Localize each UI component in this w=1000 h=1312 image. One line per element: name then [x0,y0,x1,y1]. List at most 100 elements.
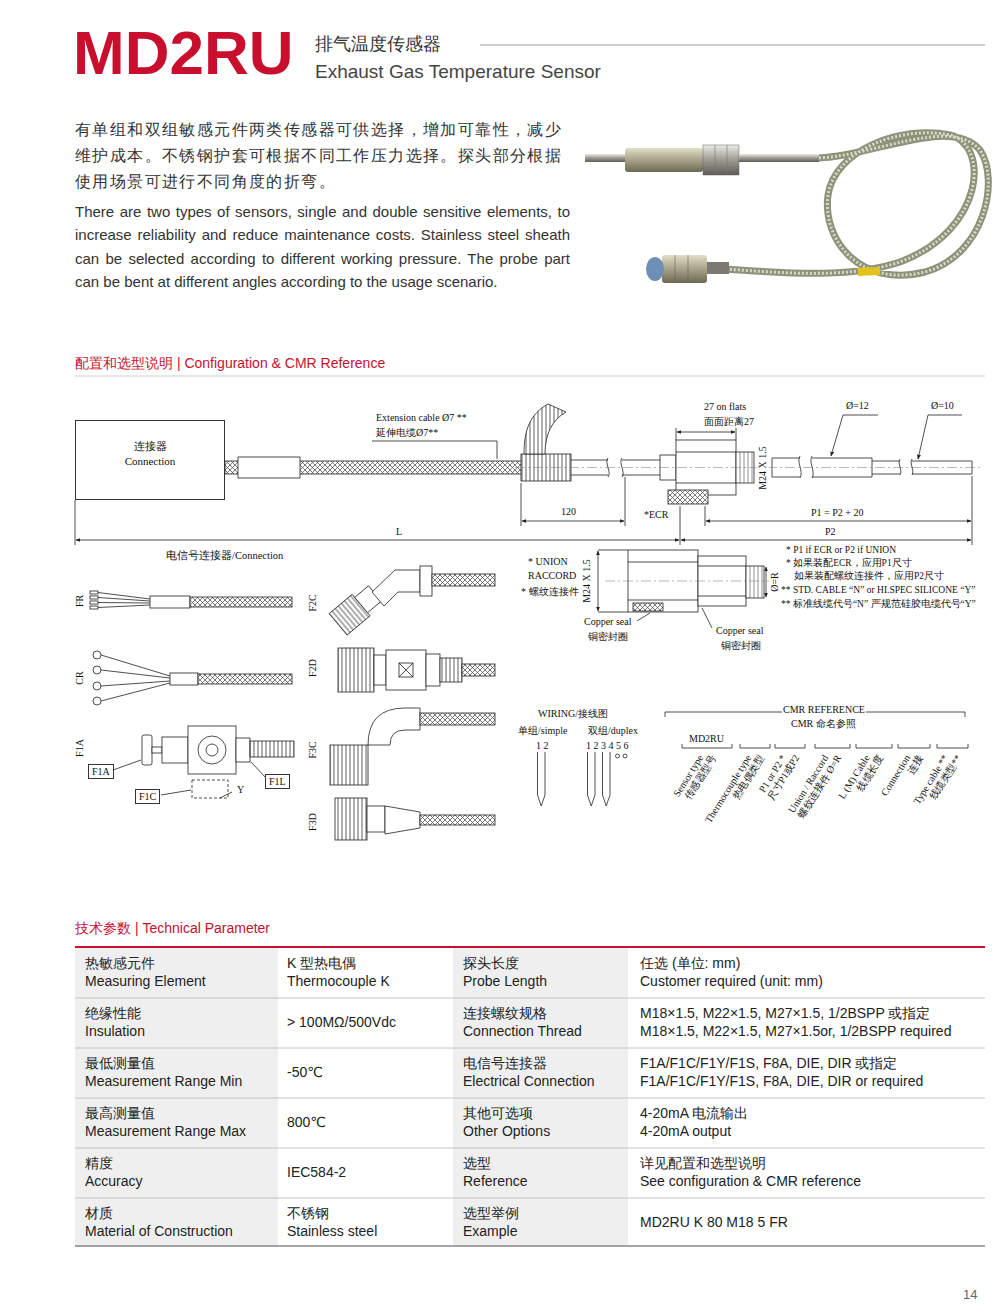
drawing-line [677,432,735,433]
drawing-path [538,752,546,806]
drawing-path [676,428,736,440]
drawing-path [98,593,150,608]
table-cell: 不锈钢 [287,1205,329,1222]
drawing-circle [93,666,101,674]
drawing-label: *ECR [643,509,669,521]
drawing-label: F1A [74,738,86,758]
drawing-line [480,45,985,46]
table-cell: 最低测量值 [85,1055,155,1072]
drawing-rect [432,574,495,586]
drawing-rect [190,597,292,607]
drawing-rect [90,596,98,599]
drawing-label: Ø=12 [845,400,870,412]
drawing-path [675,255,688,283]
drawing-rect [250,741,294,757]
cmr-brackets [665,712,968,748]
table-cell: 材质 [85,1205,113,1222]
wiring-symbols [538,752,628,806]
node-text: F1A [92,765,110,778]
drawing-label: 面面距离27 [703,416,755,428]
drawing-path [858,271,880,272]
drawing-rect [170,673,198,685]
drawing-circle [198,736,226,764]
drawing-label: F2D [307,658,319,678]
drawing-label: 1 2 [535,740,550,752]
table-cell: 电信号连接器 [463,1055,547,1072]
table-cell: See configuration & CMR reference [640,1173,861,1190]
table-cell: K 型热电偶 [287,955,356,972]
drawing-line [598,551,599,611]
drawing-label: 单组/simple [517,725,568,737]
drawing-rect [703,145,739,175]
drawing-line [75,1245,985,1247]
drawing-label: 铜密封圈 [587,631,629,643]
table-cell: Probe Length [463,973,547,990]
connector-variants [90,566,495,840]
drawing-label: M24 X 1.5 [581,558,593,604]
drawing-path [750,566,762,598]
drawing-path [899,459,913,475]
table-cell: Customer required (unit: mm) [640,973,823,990]
drawing-line [605,581,778,582]
drawing-rect [633,603,663,611]
drawing-label: Extension cable Ø7 ** [375,412,468,424]
drawing-line [706,521,971,522]
table-cell: F1A/F1C/F1Y/F1S, F8A, DIE, DIR or requir… [640,1073,923,1090]
drawing-path [705,133,988,275]
drawing-rect [462,664,495,676]
drawing-circle [93,651,101,659]
drawing-path [524,404,566,454]
drawing-label: WIRING/接线图 [537,708,609,720]
drawing-path [637,608,712,628]
table-cell: Measurement Range Max [85,1123,246,1140]
table-cell: Thermocouple K [287,973,390,990]
drawing-path [372,570,420,606]
drawing-rect [150,596,190,608]
drawing-label: F3D [307,812,319,832]
group-heading: 电信号连接器/Connection [165,549,284,562]
drawing-path [603,752,611,806]
table-cell: Measurement Range Min [85,1073,242,1090]
drawing-label: CMR REFERENCE [782,704,866,716]
drawing-rect [236,738,250,762]
variant-tag: F1C [135,789,160,804]
drawing-circle [623,754,627,758]
table-cell: 4-20mA 电流输出 [640,1105,748,1122]
table-cell: IEC584-2 [287,1164,346,1181]
drawing-circle [616,754,620,758]
table-cell: Stainless steel [287,1223,377,1240]
drawing-line [522,521,624,522]
table-cell: 绝缘性能 [85,1005,141,1022]
sensor-photo [585,133,988,283]
drawing-rect [188,726,236,774]
drawing-rect [707,262,729,274]
page-title: MD2RU [73,22,293,84]
drawing-circle [206,744,218,756]
subtitle: Exhaust Gas Temperature Sensor [315,60,601,83]
drawing-rect [238,457,300,478]
drawing-rect [625,148,703,172]
subtitle: 排气温度传感器 [315,33,441,55]
drawing-rect [420,815,495,825]
table-cell: Accuracy [85,1173,143,1190]
drawing-label: L [395,526,403,538]
assembly-drawing [75,404,980,545]
table-cell: MD2RU K 80 M18 5 FR [640,1214,788,1231]
table-cell: 热敏感元件 [85,955,155,972]
drawing-label: ** STD. CABLE “N” or HI.SPEC SILICONE “Y… [780,585,976,596]
drawing-line [515,467,980,468]
table-cell: 4-20mA output [640,1123,731,1140]
drawing-label: RACCORD [527,570,577,582]
table-cell: Measuring Element [85,973,206,990]
drawing-rect [386,650,426,690]
drawing-rect [399,663,413,677]
node-text: F1C [139,790,156,803]
drawing-rect [162,737,188,763]
drawing-label: Copper seal [715,625,765,637]
table-cell: 探头长度 [463,955,519,972]
drawing-label: 120 [560,506,577,518]
drawing-rect [426,654,440,686]
table-cell: Electrical Connection [463,1073,595,1090]
drawing-rect [440,658,462,682]
table-cell: 详见配置和选型说明 [640,1155,766,1172]
